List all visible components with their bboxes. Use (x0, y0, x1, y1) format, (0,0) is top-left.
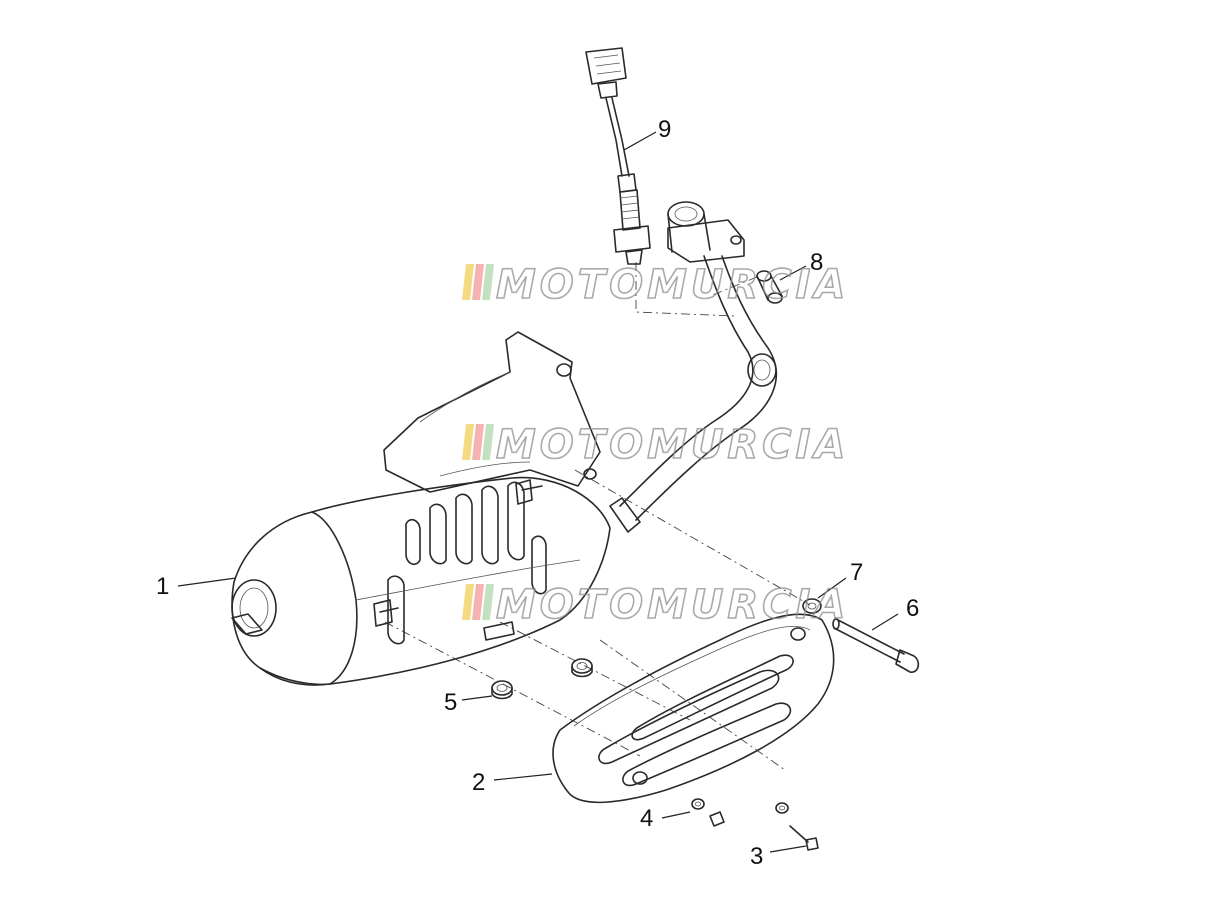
watermark-top: MOTOMURCIA (462, 261, 849, 309)
washer-screw (691, 798, 725, 827)
callout-5: 5 (444, 689, 457, 716)
callout-7: 7 (850, 559, 863, 586)
grommets (491, 658, 593, 700)
callout-8: 8 (810, 249, 823, 276)
spacer-sleeve (756, 270, 783, 304)
long-bolt (832, 618, 920, 673)
leader-lines (177, 131, 899, 853)
exhaust-manifold-pipe (609, 201, 778, 533)
lambda-sensor (585, 47, 651, 265)
callout-6: 6 (906, 595, 919, 622)
watermark-text: MOTOMURCIA (496, 582, 849, 628)
callout-3: 3 (750, 843, 763, 870)
callout-numbers: 1 2 3 4 5 6 7 8 9 (156, 116, 919, 870)
callout-1: 1 (156, 573, 169, 600)
washer-screw-2 (775, 802, 819, 851)
watermark-text: MOTOMURCIA (496, 422, 849, 468)
watermark-text: MOTOMURCIA (496, 262, 849, 308)
heat-shield (552, 613, 835, 804)
callout-2: 2 (472, 769, 485, 796)
callout-4: 4 (640, 805, 653, 832)
washer (802, 598, 822, 614)
callout-9: 9 (658, 116, 671, 143)
muffler (231, 331, 611, 686)
watermark-bottom: MOTOMURCIA (462, 581, 849, 629)
watermark-middle: MOTOMURCIA (462, 421, 849, 469)
